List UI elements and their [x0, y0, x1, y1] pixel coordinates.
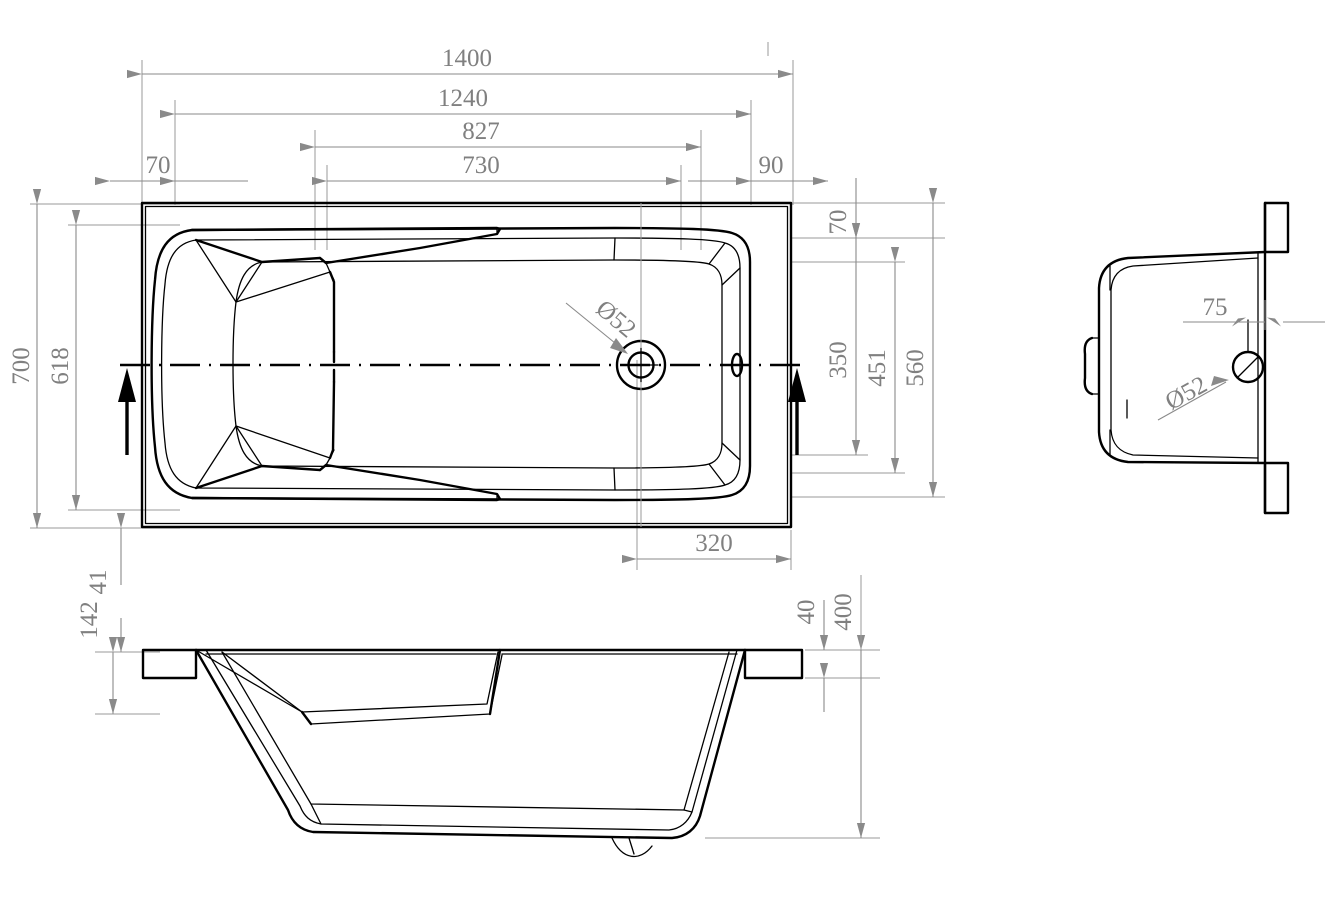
- front-section-geometry: [141, 648, 804, 857]
- dim-41: 41: [85, 570, 112, 595]
- dim-75: 75: [1203, 294, 1228, 321]
- left-vertical-dimensions: [32, 189, 160, 715]
- dim-730: 730: [462, 152, 500, 179]
- dim-diameter-52-side: Ø52: [1161, 371, 1212, 415]
- section-arrow-right: [788, 368, 806, 455]
- side-view-geometry: [1083, 201, 1290, 515]
- dim-827: 827: [462, 118, 500, 145]
- dim-618: 618: [47, 347, 74, 385]
- section-view-dimensions: [705, 575, 880, 839]
- dim-1240: 1240: [438, 85, 488, 112]
- dim-451: 451: [864, 349, 891, 387]
- dim-70-left: 70: [146, 152, 171, 179]
- dim-700: 700: [8, 347, 35, 385]
- right-vertical-dimensions: [851, 178, 938, 497]
- dim-400: 400: [830, 593, 857, 631]
- dim-320: 320: [695, 530, 733, 557]
- top-horizontal-dimensions: [95, 69, 828, 186]
- dim-40: 40: [793, 600, 820, 625]
- drain-diameter-leader-top: [565, 302, 628, 354]
- dim-diameter-52-top: Ø52: [591, 295, 641, 343]
- dim-560: 560: [902, 349, 929, 387]
- section-arrow-left: [118, 368, 136, 455]
- side-view-dimensions: [1183, 300, 1325, 330]
- dim-90-right: 90: [759, 152, 784, 179]
- dim-350: 350: [825, 341, 852, 379]
- dim-1400: 1400: [442, 45, 492, 72]
- dim-70-right: 70: [825, 210, 852, 235]
- drain-diameter-leader-side: [1157, 376, 1229, 421]
- dim-142: 142: [76, 601, 103, 639]
